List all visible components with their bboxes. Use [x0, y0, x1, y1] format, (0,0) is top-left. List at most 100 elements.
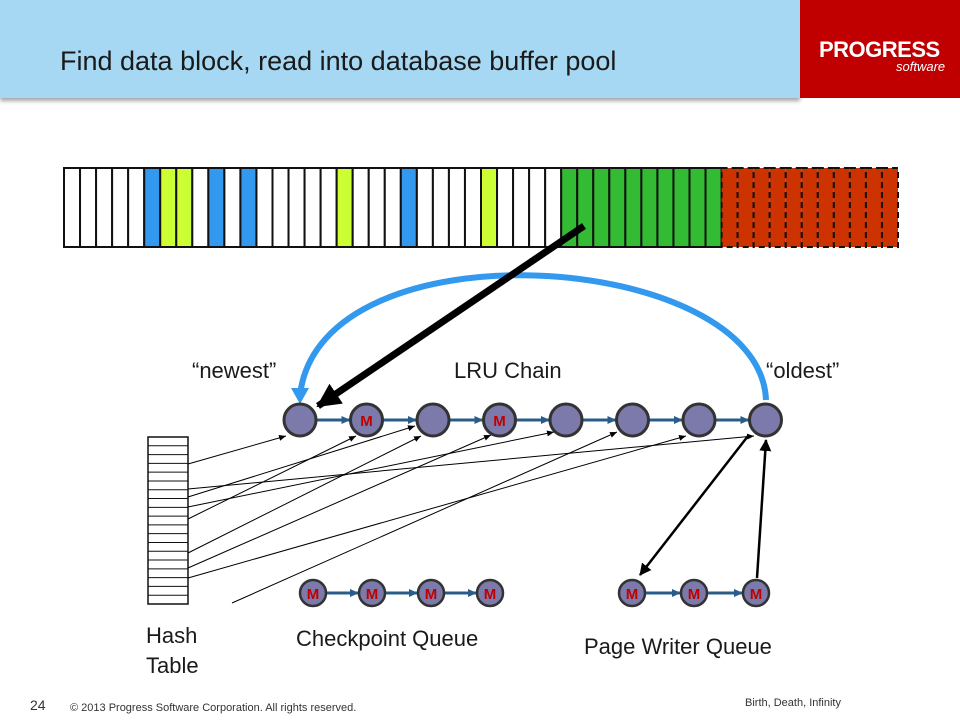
buffer-block	[480, 167, 499, 248]
logo-sub-text: software	[896, 59, 946, 74]
buffer-block	[704, 167, 723, 248]
buffer-block	[816, 167, 835, 248]
copyright-text: © 2013 Progress Software Corporation. Al…	[70, 702, 357, 714]
buffer-block	[191, 167, 210, 248]
buffer-block	[175, 167, 194, 248]
hash-pointers	[187, 425, 755, 604]
buffer-block	[239, 167, 258, 248]
checkpoint-node	[416, 578, 446, 608]
page-writer-node	[617, 578, 647, 608]
hash-pointer-arrow	[187, 435, 422, 554]
lru-buffer-node	[615, 402, 650, 438]
buffer-block	[431, 167, 450, 248]
page-writer-link-in	[639, 435, 749, 576]
buffer-block	[640, 167, 659, 248]
buffer-block	[63, 167, 82, 248]
buffer-block	[351, 167, 370, 248]
progress-logo: PROGRESS software	[800, 0, 960, 98]
buffer-block	[207, 167, 226, 248]
buffer-block	[447, 167, 466, 248]
lru-chain-label: LRU Chain	[454, 358, 562, 383]
buffer-block	[463, 167, 483, 248]
buffer-block	[880, 167, 900, 248]
lru-return-arc	[297, 272, 769, 401]
buffer-block	[335, 167, 354, 248]
buffer-block	[832, 167, 851, 248]
hash-table-box	[147, 436, 189, 605]
buffer-block	[287, 167, 306, 248]
buffer-block	[143, 167, 162, 248]
hash-pointer-arrow	[187, 435, 287, 465]
buffer-block	[79, 167, 98, 248]
buffer-block	[319, 167, 338, 248]
buffer-block	[399, 167, 418, 248]
buffer-pool-bar	[63, 167, 900, 248]
hash-pointer-arrow	[187, 435, 357, 520]
newest-label: “newest”	[192, 358, 277, 383]
buffer-block	[95, 167, 114, 248]
queue-node-label: M	[626, 586, 639, 603]
page-writer-queue-label: Page Writer Queue	[584, 634, 772, 659]
buffer-block	[720, 167, 739, 248]
buffer-block	[656, 167, 675, 248]
queue-node-label: M	[484, 586, 497, 603]
checkpoint-node	[298, 578, 328, 608]
buffer-block	[864, 167, 883, 248]
queue-node-label: M	[425, 586, 438, 603]
queue-node-label: M	[366, 586, 379, 603]
buffer-block	[383, 167, 402, 248]
queue-node-label: M	[750, 586, 763, 603]
buffer-block	[512, 167, 531, 248]
buffer-block	[223, 167, 242, 248]
buffer-block	[303, 167, 322, 248]
lru-buffer-node	[482, 402, 517, 438]
hash-table-label-line1: Hash	[146, 623, 198, 648]
lru-buffer-node	[681, 402, 717, 438]
page-writer-node	[741, 578, 771, 608]
buffer-block	[672, 167, 691, 248]
buffer-block	[255, 167, 274, 248]
page-writer-link-out	[755, 439, 772, 579]
lru-buffer-node	[415, 402, 451, 438]
page-writer-node	[679, 578, 709, 608]
hash-pointer-arrow	[187, 433, 755, 490]
hash-table-label: Hash Table	[146, 621, 199, 681]
hash-table	[147, 436, 189, 605]
lru-node-label: M	[360, 413, 373, 430]
buffer-block	[784, 167, 803, 248]
queue-node-label: M	[688, 586, 701, 603]
page-number: 24	[30, 697, 46, 713]
buffer-block	[496, 167, 515, 248]
arc-arrowhead	[291, 388, 309, 404]
hash-pointer-arrow	[187, 430, 555, 508]
buffer-block	[800, 167, 819, 248]
buffer-block	[576, 167, 595, 248]
lru-buffer-node	[748, 402, 783, 438]
lru-buffer-node	[349, 402, 384, 438]
buffer-block	[752, 167, 771, 248]
buffer-block	[111, 167, 130, 248]
checkpoint-node	[475, 578, 505, 608]
buffer-block	[544, 167, 563, 248]
buffer-block	[848, 167, 867, 248]
buffer-block	[367, 167, 386, 248]
buffer-block	[768, 167, 787, 248]
read-block-arrow	[316, 223, 586, 409]
buffer-block	[528, 167, 547, 248]
title-bar: Find data block, read into database buff…	[0, 0, 800, 98]
buffer-block	[688, 167, 707, 248]
hash-pointer-arrow	[187, 434, 492, 569]
checkpoint-queue-label: Checkpoint Queue	[296, 626, 479, 651]
buffer-block	[608, 167, 627, 248]
oldest-label: “oldest”	[766, 358, 840, 383]
hash-table-label-line2: Table	[146, 653, 199, 678]
lru-buffer-node	[548, 402, 584, 438]
buffer-block	[624, 167, 643, 248]
buffer-block	[127, 167, 146, 248]
hash-pointer-arrow	[231, 431, 618, 604]
checkpoint-node	[357, 578, 387, 608]
